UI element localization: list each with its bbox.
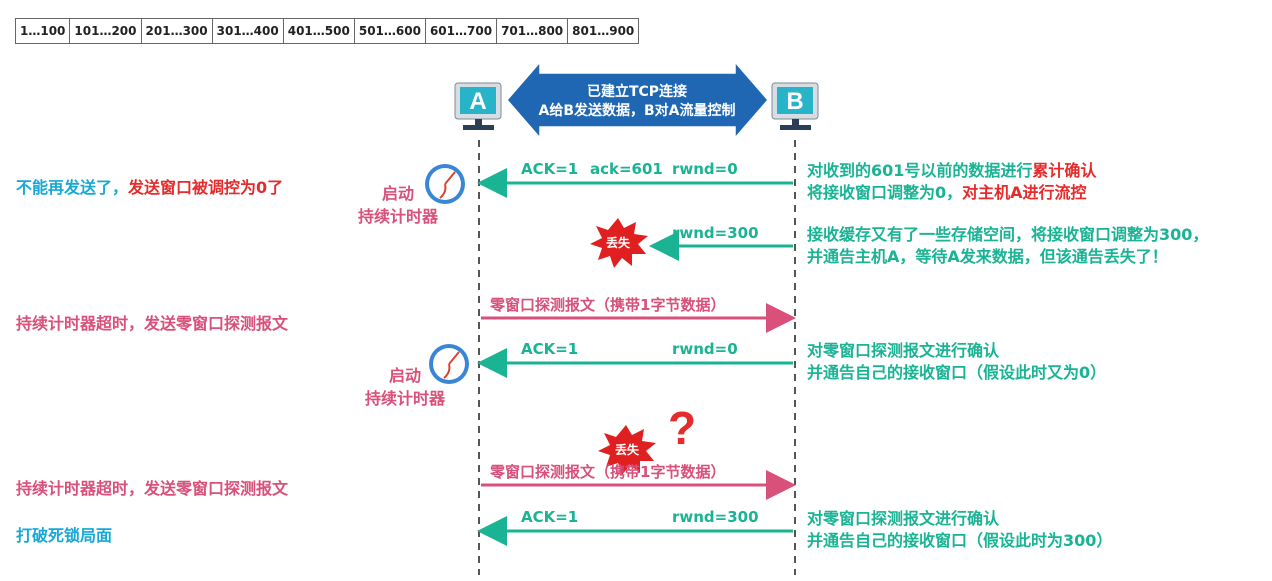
receiver-note-1a: 对收到的601号以前的数据进行 bbox=[807, 161, 1033, 180]
no-send-part2: 发送窗口被调控为0了 bbox=[128, 178, 284, 197]
msg3-probe: 零窗口探测报文（携带1字节数据） bbox=[490, 296, 726, 314]
receiver-note-1: 对收到的601号以前的数据进行累计确认 将接收窗口调整为0，对主机A进行流控 bbox=[807, 160, 1096, 204]
receiver-note-4: 对零窗口探测报文进行确认 并通告自己的接收窗口（假设此时为300） bbox=[807, 508, 1112, 552]
msg4-ack-flag: ACK=1 bbox=[521, 340, 579, 358]
msg1-ack-number: ack=601 bbox=[590, 160, 663, 178]
timer-name-text-1: 持续计时器 bbox=[357, 207, 438, 226]
no-send-annotation: 不能再发送了，发送窗口被调控为0了 bbox=[16, 174, 283, 198]
timer-name-text-2: 持续计时器 bbox=[364, 389, 445, 408]
break-deadlock-annotation: 打破死锁局面 bbox=[16, 526, 113, 545]
msg4-rwnd: rwnd=0 bbox=[672, 340, 738, 358]
sequence-range-cell: 1…100 bbox=[14, 18, 71, 44]
receiver-note-3: 对零窗口探测报文进行确认 并通告自己的接收窗口（假设此时又为0） bbox=[807, 340, 1106, 384]
receiver-note-4a: 对零窗口探测报文进行确认 bbox=[807, 509, 1000, 528]
timer-start-label-1: 启动 持续计时器 bbox=[348, 182, 448, 228]
sequence-range-cell: 801…900 bbox=[567, 18, 640, 44]
connection-banner-arrow bbox=[506, 59, 769, 141]
receiver-note-1d: 对主机A进行流控 bbox=[962, 183, 1087, 202]
banner-line1: 已建立TCP连接 bbox=[587, 83, 687, 100]
host-a-computer-icon bbox=[454, 82, 502, 130]
lost-label-1: 丢失 bbox=[606, 235, 631, 250]
host-b-label: B bbox=[786, 88, 803, 115]
timer-start-text-2: 启动 bbox=[388, 366, 421, 385]
msg2-rwnd: rwnd=300 bbox=[672, 224, 759, 242]
lost-label-2: 丢失 bbox=[615, 442, 640, 457]
timer-clock-icon bbox=[425, 164, 465, 204]
sequence-range-cell: 301…400 bbox=[211, 18, 284, 44]
receiver-note-1b: 累计确认 bbox=[1032, 161, 1097, 180]
msg1-rwnd: rwnd=0 bbox=[672, 160, 738, 178]
receiver-note-3b: 并通告自己的接收窗口（假设此时又为0） bbox=[807, 363, 1107, 382]
receiver-note-1c: 将接收窗口调整为0， bbox=[807, 183, 963, 202]
receiver-note-3a: 对零窗口探测报文进行确认 bbox=[807, 341, 1000, 360]
msg6-ack-flag: ACK=1 bbox=[521, 508, 579, 526]
receiver-note-2b: 并通告主机A，等待A发来数据，但该通告丢失了！ bbox=[807, 247, 1168, 266]
timeout-annotation-2: 持续计时器超时，发送零窗口探测报文 bbox=[16, 479, 289, 498]
sequence-range-cell: 701…800 bbox=[496, 18, 569, 44]
msg1-ack-flag: ACK=1 bbox=[521, 160, 579, 178]
receiver-note-4b: 并通告自己的接收窗口（假设此时为300） bbox=[807, 531, 1113, 550]
sequence-range-cell: 601…700 bbox=[424, 18, 498, 44]
timer-start-text-1: 启动 bbox=[381, 184, 414, 203]
banner-line2: A给B发送数据，B对A流量控制 bbox=[538, 102, 735, 119]
lost-burst-icon-2 bbox=[598, 425, 656, 475]
no-send-part1: 不能再发送了， bbox=[16, 178, 129, 197]
sequence-range-cell: 101…200 bbox=[69, 18, 142, 44]
msg6-rwnd: rwnd=300 bbox=[672, 508, 759, 526]
timer-clock-icon-2 bbox=[429, 344, 469, 384]
timer-start-label-2: 启动 持续计时器 bbox=[355, 364, 455, 410]
receiver-note-2: 接收缓存又有了一些存储空间，将接收窗口调整为300， 并通告主机A，等待A发来数… bbox=[807, 224, 1208, 268]
lost-burst-icon bbox=[590, 218, 648, 268]
timeout-annotation-1: 持续计时器超时，发送零窗口探测报文 bbox=[16, 314, 289, 333]
host-a-label: A bbox=[469, 88, 486, 115]
host-b-computer-icon bbox=[771, 82, 819, 130]
question-mark: ? bbox=[668, 402, 696, 454]
receiver-note-2a: 接收缓存又有了一些存储空间，将接收窗口调整为300， bbox=[807, 225, 1209, 244]
msg5-probe: 零窗口探测报文（携带1字节数据） bbox=[490, 463, 726, 481]
